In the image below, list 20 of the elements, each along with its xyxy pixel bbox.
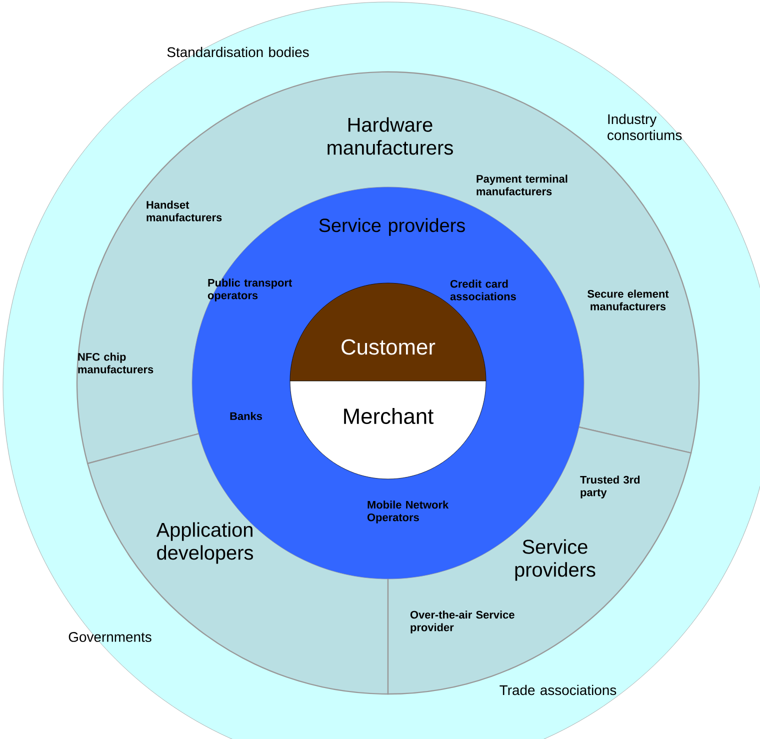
half-circle-label: Merchant xyxy=(344,408,434,424)
sector-label: Trusted 3rd party xyxy=(580,476,640,498)
ring-label: Standardisation bodies xyxy=(167,46,309,58)
circle-label: Credit card associations xyxy=(450,280,516,300)
half-circle-label: Customer xyxy=(342,339,436,355)
circle-label: Banks xyxy=(230,412,262,420)
sector-label: Secure element manufacturers xyxy=(588,290,669,310)
sector-label: Payment terminal manufacturers xyxy=(476,174,568,196)
circle-label: Service providers xyxy=(319,218,465,236)
sector-label: NFC chip manufacturers xyxy=(78,352,154,374)
sector-label: Hardware manufacturers xyxy=(328,117,453,155)
sector-label: Handset manufacturers xyxy=(146,200,222,222)
sector-label: Service providers xyxy=(515,539,596,581)
ring-label: Industry consortiums xyxy=(608,114,682,140)
sector-label: Over-the-air Service provider xyxy=(410,610,514,634)
ring-label: Trade associations xyxy=(500,684,616,696)
circle-label: Public transport operators xyxy=(208,278,292,302)
sector-label: Application developers xyxy=(156,522,253,564)
ring-label: Governments xyxy=(68,632,152,642)
circle-label: Mobile Network Operators xyxy=(367,500,449,524)
